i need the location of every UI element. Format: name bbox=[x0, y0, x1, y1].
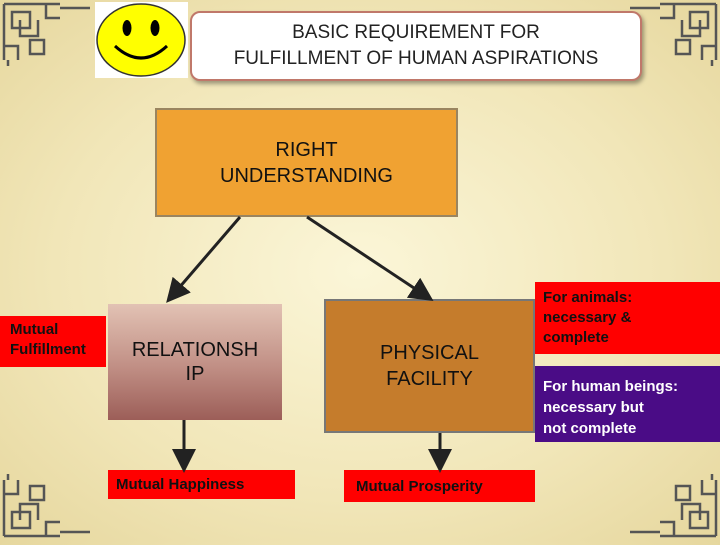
physical-facility-line-1: PHYSICAL bbox=[380, 342, 479, 364]
ornament-icon bbox=[2, 474, 90, 538]
mutual-fulfillment-line-1: Mutual bbox=[10, 321, 59, 338]
physical-facility-line-2: FACILITY bbox=[386, 368, 473, 390]
relationship-box: RELATIONSH IP bbox=[108, 304, 282, 420]
right-understanding-line-2: UNDERSTANDING bbox=[220, 164, 393, 187]
animals-note-line-1: For animals: bbox=[543, 289, 633, 306]
mutual-fulfillment-line-2: Fulfillment bbox=[10, 341, 86, 358]
corner-ornament-bottom-left bbox=[0, 470, 95, 540]
ornament-icon bbox=[630, 474, 718, 538]
animals-note-line-3: complete bbox=[543, 329, 609, 346]
human-note-line-3: not complete bbox=[543, 420, 637, 437]
human-note-line-2: necessary but bbox=[543, 399, 644, 416]
mutual-happiness-label: Mutual Happiness bbox=[108, 470, 295, 499]
relationship-line-1: RELATIONSH bbox=[131, 339, 259, 361]
animals-note-line-2: necessary & bbox=[543, 309, 632, 326]
title-line-1: BASIC REQUIREMENT FOR bbox=[292, 22, 540, 43]
arrow-to-relationship bbox=[166, 216, 242, 303]
relationship-line-2: IP bbox=[185, 363, 205, 385]
title-box: BASIC REQUIREMENT FOR FULFILLMENT OF HUM… bbox=[190, 11, 642, 81]
corner-ornament-top-left bbox=[0, 0, 95, 70]
corner-ornament-bottom-right bbox=[625, 470, 720, 540]
title-line-2: FULFILLMENT OF HUMAN ASPIRATIONS bbox=[233, 48, 599, 69]
smiley-face-image bbox=[95, 2, 188, 78]
smiley-icon bbox=[96, 3, 186, 77]
human-note-line-1: For human beings: bbox=[543, 378, 678, 395]
right-understanding-box: RIGHT UNDERSTANDING bbox=[155, 108, 458, 217]
animals-note: For animals: necessary & complete bbox=[535, 282, 720, 354]
mutual-prosperity-label: Mutual Prosperity bbox=[344, 470, 535, 502]
mutual-fulfillment-label: Mutual Fulfillment bbox=[0, 316, 106, 367]
ornament-icon bbox=[2, 2, 90, 66]
arrow-to-physical-facility bbox=[306, 215, 434, 301]
physical-facility-box: PHYSICAL FACILITY bbox=[324, 299, 535, 433]
human-beings-note: For human beings: necessary but not comp… bbox=[535, 366, 720, 442]
corner-ornament-top-right bbox=[625, 0, 720, 70]
ornament-icon bbox=[630, 2, 718, 66]
right-understanding-line-1: RIGHT bbox=[275, 138, 338, 161]
